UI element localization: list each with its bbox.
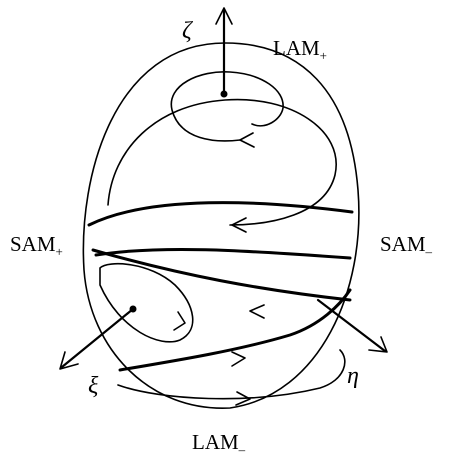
separatrix-lower [118, 288, 352, 372]
lam-plus-orbit [170, 71, 284, 142]
arrowhead-sam-plus [173, 311, 186, 331]
xi-axis-arrowhead [59, 351, 79, 370]
arrowhead-upper-turn [231, 217, 247, 233]
sam-plus-orbit [99, 262, 194, 343]
label-xi: ξ [88, 373, 99, 399]
arrowhead-lower [231, 351, 246, 367]
spiral-turn-bottom [117, 349, 346, 400]
eta-axis [316, 298, 387, 353]
label-sam-minus: SAM– [380, 232, 433, 259]
label-zeta: ζ [182, 18, 194, 44]
separatrix-middle [91, 248, 352, 302]
arrowhead-middle [249, 304, 265, 319]
arrowhead-top-loop [239, 132, 255, 148]
separatrix-upper [87, 201, 354, 227]
zeta-axis-arrowhead [215, 7, 233, 25]
lam-plus-point [220, 90, 228, 98]
label-sam-plus: SAM+ [10, 232, 63, 259]
arrowhead-bottom [235, 391, 251, 406]
eta-axis-arrowhead [368, 336, 388, 353]
egg-surface-outline [82, 42, 360, 409]
xi-axis [60, 307, 135, 369]
sam-plus-point [129, 305, 137, 313]
label-eta: η [347, 363, 359, 389]
label-lam-minus: LAM– [192, 430, 246, 457]
spiral-turn-upper [107, 98, 337, 226]
label-lam-plus: LAM+ [273, 36, 327, 63]
separatrix-upper-lower-branch [94, 247, 352, 260]
